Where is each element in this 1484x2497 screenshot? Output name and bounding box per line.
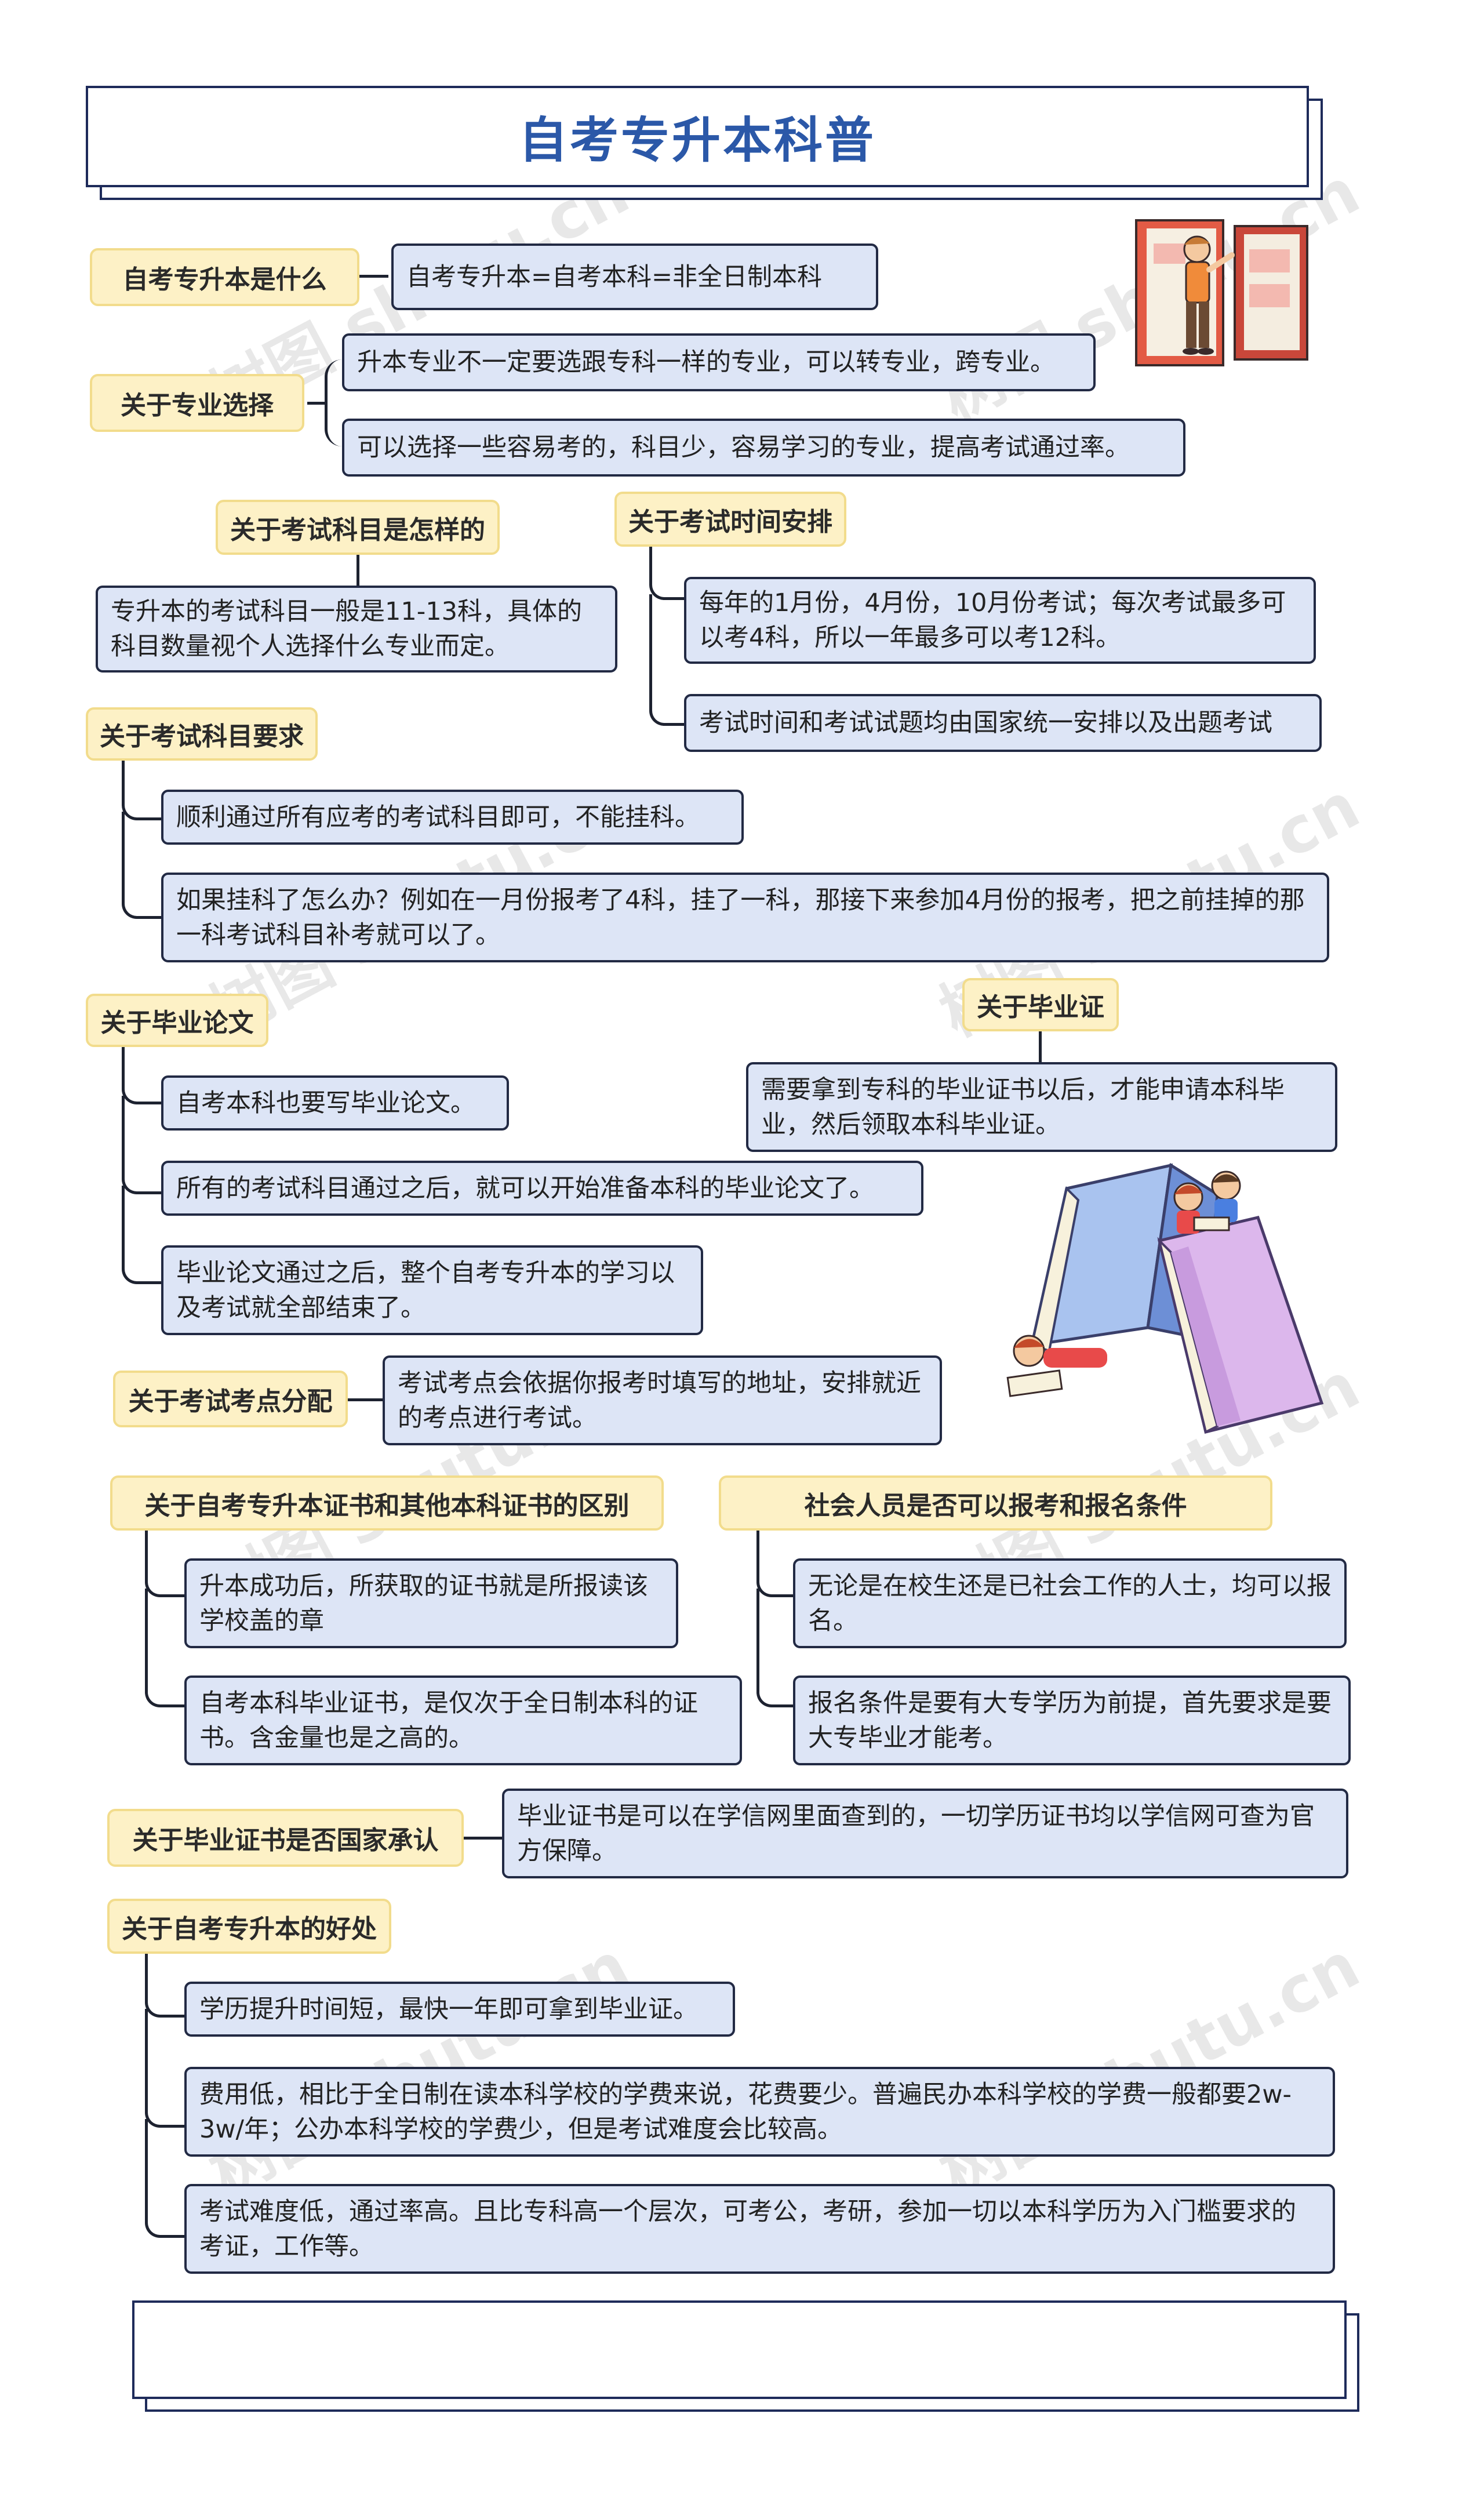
- leaf-difference-1: 升本成功后，所获取的证书就是所报读该学校盖的章: [184, 1558, 678, 1648]
- leaf-benefits-1: 学历提升时间短，最快一年即可拿到毕业证。: [184, 1982, 735, 2037]
- connector: [122, 1186, 165, 1284]
- connector: [649, 545, 687, 600]
- leaf-diploma-1: 需要拿到专科的毕业证书以后，才能申请本科毕业，然后领取本科毕业证。: [746, 1062, 1337, 1152]
- connector: [145, 1589, 194, 1707]
- topic-thesis: 关于毕业论文: [86, 994, 268, 1047]
- topic-what: 自考专升本是什么: [90, 248, 359, 306]
- leaf-what-1: 自考专升本=自考本科=非全日制本科: [391, 243, 878, 310]
- connector: [122, 1038, 165, 1104]
- topic-recognition: 关于毕业证书是否国家承认: [107, 1809, 464, 1867]
- leaf-subjects-1: 专升本的考试科目一般是11-13科，具体的科目数量视个人选择什么专业而定。: [96, 586, 617, 673]
- leaf-benefits-2: 费用低，相比于全日制在读本科学校的学费来说，花费要少。普遍民办本科学校的学费一般…: [184, 2067, 1335, 2157]
- topic-major: 关于专业选择: [90, 374, 304, 432]
- kids-books-illustration: [1006, 1162, 1324, 1434]
- connector: [649, 594, 687, 726]
- connector: [145, 1531, 194, 1597]
- leaf-eligibility-2: 报名条件是要有大专学历为前提，首先要求是要大专毕业才能考。: [793, 1675, 1351, 1765]
- topic-subjects: 关于考试科目是怎样的: [216, 500, 500, 555]
- connector: [1039, 1029, 1042, 1064]
- topic-requirements: 关于考试科目要求: [86, 707, 318, 761]
- connector: [756, 1589, 797, 1707]
- connector: [347, 1398, 383, 1401]
- connector: [145, 2009, 194, 2128]
- watermark: 树图 shutu.cn: [928, 1928, 1371, 2210]
- connector: [145, 2119, 194, 2238]
- leaf-requirements-2: 如果挂科了怎么办？例如在一月份报考了4科，挂了一科，那接下来参加4月份的报考，把…: [161, 873, 1329, 962]
- leaf-thesis-3: 毕业论文通过之后，整个自考专升本的学习以及考试就全部结束了。: [161, 1245, 703, 1335]
- leaf-venue-1: 考试考点会依据你报考时填写的地址，安排就近的考点进行考试。: [383, 1355, 942, 1445]
- connector: [359, 275, 388, 278]
- watermark: 树图 shutu.cn: [191, 1914, 642, 2213]
- footer-frame: [132, 2300, 1347, 2399]
- leaf-recognition-1: 毕业证书是可以在学信网里面查到的，一切学历证书均以学信网可查为官方保障。: [502, 1789, 1348, 1878]
- book-reader-illustration: [1135, 219, 1308, 366]
- connector: [145, 1951, 194, 2018]
- connector: [122, 1096, 165, 1194]
- leaf-major-2: 可以选择一些容易考的，科目少，容易学习的专业，提高考试通过率。: [342, 419, 1185, 477]
- connector: [122, 759, 165, 820]
- leaf-benefits-3: 考试难度低，通过率高。且比专科高一个层次，可考公，考研，参加一切以本科学历为入门…: [184, 2184, 1335, 2274]
- connector: [357, 552, 359, 586]
- connector: [756, 1531, 797, 1597]
- leaf-thesis-1: 自考本科也要写毕业论文。: [161, 1075, 509, 1131]
- leaf-difference-2: 自考本科毕业证书，是仅次于全日制本科的证书。含金量也是之高的。: [184, 1675, 742, 1765]
- topic-venue: 关于考试考点分配: [113, 1371, 348, 1427]
- connector: [325, 359, 345, 446]
- topic-difference: 关于自考专升本证书和其他本科证书的区别: [110, 1475, 664, 1531]
- leaf-major-1: 升本专业不一定要选跟专科一样的专业，可以转专业，跨专业。: [342, 333, 1096, 391]
- connector: [464, 1837, 504, 1840]
- connector: [307, 402, 326, 405]
- page-title: 自考专升本科普: [518, 112, 876, 169]
- topic-benefits: 关于自考专升本的好处: [107, 1899, 391, 1954]
- title-frame: 自考专升本科普: [86, 86, 1309, 187]
- leaf-requirements-1: 顺利通过所有应考的考试科目即可，不能挂科。: [161, 790, 744, 845]
- leaf-thesis-2: 所有的考试科目通过之后，就可以开始准备本科的毕业论文了。: [161, 1161, 923, 1216]
- topic-schedule: 关于考试时间安排: [614, 492, 846, 547]
- topic-diploma: 关于毕业证: [962, 978, 1119, 1031]
- leaf-eligibility-1: 无论是在校生还是已社会工作的人士，均可以报名。: [793, 1558, 1347, 1648]
- leaf-schedule-1: 每年的1月份，4月份，10月份考试；每次考试最多可以考4科，所以一年最多可以考1…: [684, 577, 1316, 664]
- leaf-schedule-2: 考试时间和考试试题均由国家统一安排以及出题考试: [684, 694, 1322, 752]
- topic-eligibility: 社会人员是否可以报考和报名条件: [719, 1475, 1272, 1531]
- connector: [122, 812, 165, 919]
